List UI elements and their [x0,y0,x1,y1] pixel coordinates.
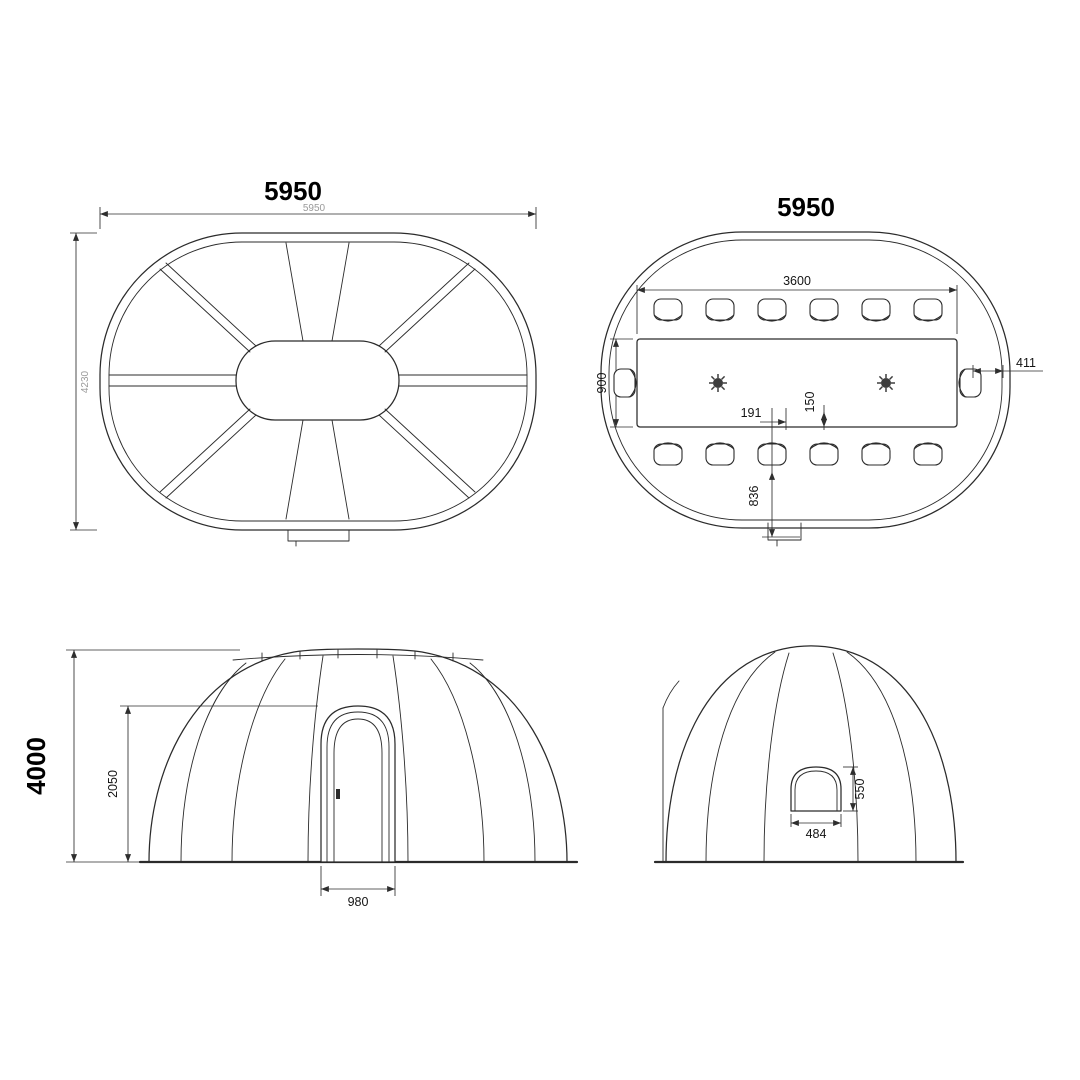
roof-width-label-faint: 5950 [303,203,326,214]
roof-depth-dimension: 4230 [70,232,97,531]
top-ring-ticks [261,649,454,662]
rib-line [378,414,470,499]
total-height-label: 4000 [21,737,51,795]
end-clearance-dimension: 411 [972,356,1043,378]
rib-line [846,651,917,863]
chair-icon [809,298,839,322]
rib-line [285,242,304,342]
table [636,338,958,428]
dome-outline [665,645,957,863]
rib-line [384,408,476,493]
window-frame-inner [794,770,838,812]
rib-line [165,414,257,499]
rib-line [763,652,790,863]
rib-line [832,652,859,863]
rib-line [159,268,251,353]
rib-line [231,658,286,863]
rib-line [378,262,470,347]
chair-icon [705,442,735,466]
side-elevation-view: 550 484 [653,645,965,864]
rib-line [384,268,476,353]
table-depth-label: 900 [595,373,609,394]
rib-line [331,419,350,520]
chair-icon [913,298,943,322]
rib-line [469,662,536,863]
door-frame-inner [326,711,390,863]
front-ribs [180,655,536,863]
entry-edge-line [662,680,680,709]
roof-width-label: 5950 [264,176,322,206]
chair-gap-label: 191 [741,406,762,420]
window-frame-outer [790,766,842,812]
door-width-dimension: 980 [320,866,396,909]
rib-line [331,242,350,342]
chair-icon [809,442,839,466]
chair-icon [613,368,637,398]
chair-icon [913,442,943,466]
plant-icon [876,373,896,393]
chair-spacing-dimensions: 191 150 836 [741,392,828,538]
table-length-dimension: 3600 [636,274,958,334]
table-depth-dimension: 900 [595,338,633,428]
rib-line [180,662,247,863]
chair-icon [861,298,891,322]
roof-width-dimension: 5950 5950 [99,176,537,229]
window [790,766,842,812]
aisle-label: 836 [747,486,761,507]
floor-width-label: 5950 [777,192,835,222]
chair-clearance-label: 150 [803,392,817,413]
end-clearance-label: 411 [1016,356,1036,370]
rib-line [705,651,776,863]
side-ribs [705,651,917,863]
rib-line [165,262,257,347]
floor-plan-view: 5950 3600 900 [595,192,1043,547]
window-height-dimension: 550 [843,766,867,812]
plant-icon [708,373,728,393]
roof-outline-inner [108,241,528,522]
dome-outline [148,648,568,863]
roof-depth-label-faint: 4230 [80,370,91,393]
floor-door-notch [767,522,802,541]
rib-line [430,658,485,863]
roof-skylight [235,340,400,421]
window-width-label: 484 [806,827,827,841]
table-length-label: 3600 [783,274,811,288]
roof-plan-view: 5950 5950 4230 [70,176,537,547]
front-elevation-view: 2050 4000 980 [21,648,579,909]
rib-line [285,419,304,520]
roof-door-notch [287,529,350,542]
chair-icon [705,298,735,322]
rib-line [159,408,251,493]
roof-ribs [108,242,528,520]
floor-outline-inner [608,239,1003,521]
window-width-dimension: 484 [790,814,842,841]
roof-outline-outer [99,232,537,531]
rib-line [392,655,409,863]
door-handle [336,789,340,799]
door-leaf [333,718,383,863]
total-height-dimension: 4000 [21,649,240,863]
door-width-label: 980 [348,895,369,909]
chair-icon [653,298,683,322]
chair-icon [757,298,787,322]
chair-icon [653,442,683,466]
door [320,705,396,863]
top-ring [232,654,484,661]
window-height-label: 550 [853,779,867,800]
chair-icon [861,442,891,466]
chair-icon [958,368,982,398]
floor-outline-outer [600,231,1011,529]
door-frame-outer [320,705,396,863]
door-height-dimension: 2050 [106,705,318,863]
door-height-label: 2050 [106,770,120,798]
rib-line [307,655,324,863]
